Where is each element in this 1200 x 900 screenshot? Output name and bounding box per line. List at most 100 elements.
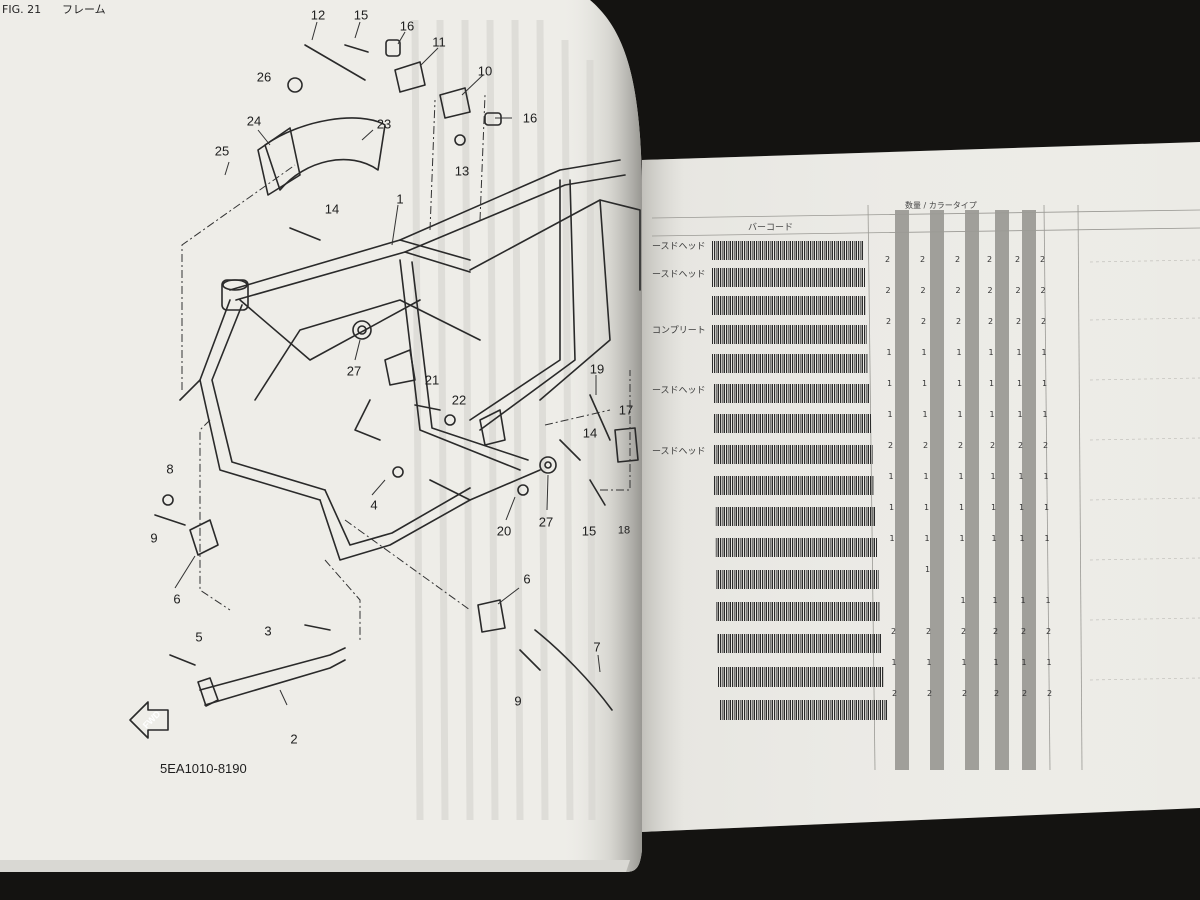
callout-14: 14 (324, 201, 340, 217)
qty-digit: 2 (994, 689, 999, 698)
qty-digit: 1 (922, 379, 927, 388)
qty-digit: 1 (1044, 472, 1049, 481)
qty-digit: 1 (958, 410, 963, 419)
qty-digit: 2 (1015, 255, 1020, 264)
part-code: 5EA1010-8190 (160, 761, 247, 776)
callout-15b: 15 (581, 523, 597, 539)
part-description-1: ースドヘッド (652, 242, 706, 252)
callout-17: 17 (618, 402, 634, 418)
qty-digit: 1 (925, 534, 930, 543)
qty-digit: 2 (921, 317, 926, 326)
leader-lines (181, 94, 631, 640)
qty-digit: 1 (990, 410, 995, 419)
qty-digit: 1 (1047, 658, 1052, 667)
part-description-4: ースドヘッド (652, 386, 706, 396)
callout-22: 22 (451, 392, 467, 408)
qty-digit: 1 (887, 348, 892, 357)
qty-digit: 2 (990, 441, 995, 450)
callout-12: 12 (310, 7, 326, 23)
callout-6b: 6 (173, 591, 181, 607)
qty-digit: 1 (1017, 348, 1022, 357)
qty-digit: 2 (1016, 286, 1021, 295)
qty-digit: 1 (961, 596, 966, 605)
qty-digit: 1 (1042, 348, 1047, 357)
barcode-column-header: バーコード (748, 223, 794, 233)
callout-19: 19 (589, 361, 605, 377)
qty-digit: 1 (1022, 658, 1027, 667)
qty-digit: 2 (892, 689, 897, 698)
qty-digit: 1 (960, 534, 965, 543)
qty-digit: 2 (1047, 689, 1052, 698)
qty-digit: 1 (922, 348, 927, 357)
callout-leaders (174, 21, 601, 706)
qty-digit: 1 (924, 503, 929, 512)
qty-digit: 1 (1045, 534, 1050, 543)
qty-digit: 2 (962, 689, 967, 698)
qty-digit: 2 (923, 441, 928, 450)
qty-digit: 1 (959, 472, 964, 481)
callout-18: 18 (617, 524, 631, 537)
qty-digit: 1 (1044, 503, 1049, 512)
callout-5: 5 (195, 629, 203, 645)
left-page (0, 0, 642, 872)
qty-digit: 2 (988, 317, 993, 326)
qty-digit: 1 (927, 658, 932, 667)
qty-digit: 1 (1019, 503, 1024, 512)
qty-digit: 1 (1043, 410, 1048, 419)
qty-digit: 1 (888, 410, 893, 419)
qty-digit: 2 (1043, 441, 1048, 450)
qty-digit: 1 (889, 472, 894, 481)
callout-1: 1 (396, 191, 404, 207)
qty-digit: 2 (920, 255, 925, 264)
qty-digit: 1 (889, 503, 894, 512)
qty-digit: 2 (891, 627, 896, 636)
figure-title: フレーム (62, 3, 106, 16)
qty-digit: 1 (923, 410, 928, 419)
callout-14b: 14 (582, 425, 598, 441)
callout-16: 16 (399, 18, 415, 34)
qty-digit: 1 (1046, 596, 1051, 605)
qty-digit: 2 (1046, 627, 1051, 636)
callout-3: 3 (264, 623, 272, 639)
qty-digit: 2 (958, 441, 963, 450)
callout-16b: 16 (522, 110, 538, 126)
qty-digit: 2 (1018, 441, 1023, 450)
qty-digit: 1 (959, 503, 964, 512)
qty-digit: 1 (892, 658, 897, 667)
qty-digit: 1 (890, 534, 895, 543)
qty-digit: 2 (988, 286, 993, 295)
qty-digit: 2 (956, 286, 961, 295)
callout-23: 23 (376, 116, 392, 132)
qty-digit: 1 (957, 348, 962, 357)
callout-10: 10 (477, 63, 493, 79)
callout-27b: 27 (538, 514, 554, 530)
callout-13: 13 (454, 163, 470, 179)
part-description-3: コンプリート (652, 326, 706, 336)
callout-2: 2 (290, 731, 298, 747)
qty-digit: 2 (926, 627, 931, 636)
callout-21: 21 (424, 372, 440, 388)
qty-digit: 1 (991, 503, 996, 512)
qty-digit: 2 (927, 689, 932, 698)
callout-26: 26 (256, 69, 272, 85)
qty-digit: 1 (1017, 379, 1022, 388)
qty-digit: 2 (888, 441, 893, 450)
qty-digit: 2 (1021, 627, 1026, 636)
qty-digit: 1 (887, 379, 892, 388)
callout-9: 9 (150, 530, 158, 546)
qty-digit: 2 (956, 317, 961, 326)
qty-digit: 2 (1040, 255, 1045, 264)
figure-number: FIG. 21 (2, 3, 42, 16)
qty-digit: 1 (992, 534, 997, 543)
qty-digit: 1 (989, 379, 994, 388)
part-description-5: ースドヘッド (652, 447, 706, 457)
callout-15: 15 (353, 7, 369, 23)
qty-digit: 1 (994, 658, 999, 667)
qty-digit: 1 (962, 658, 967, 667)
callout-4: 4 (370, 497, 378, 513)
qty-digit: 1 (989, 348, 994, 357)
callout-9b: 9 (514, 693, 522, 709)
qty-digit: 1 (1018, 410, 1023, 419)
quantity-column-header: 数量 / カラータイプ (905, 201, 977, 210)
